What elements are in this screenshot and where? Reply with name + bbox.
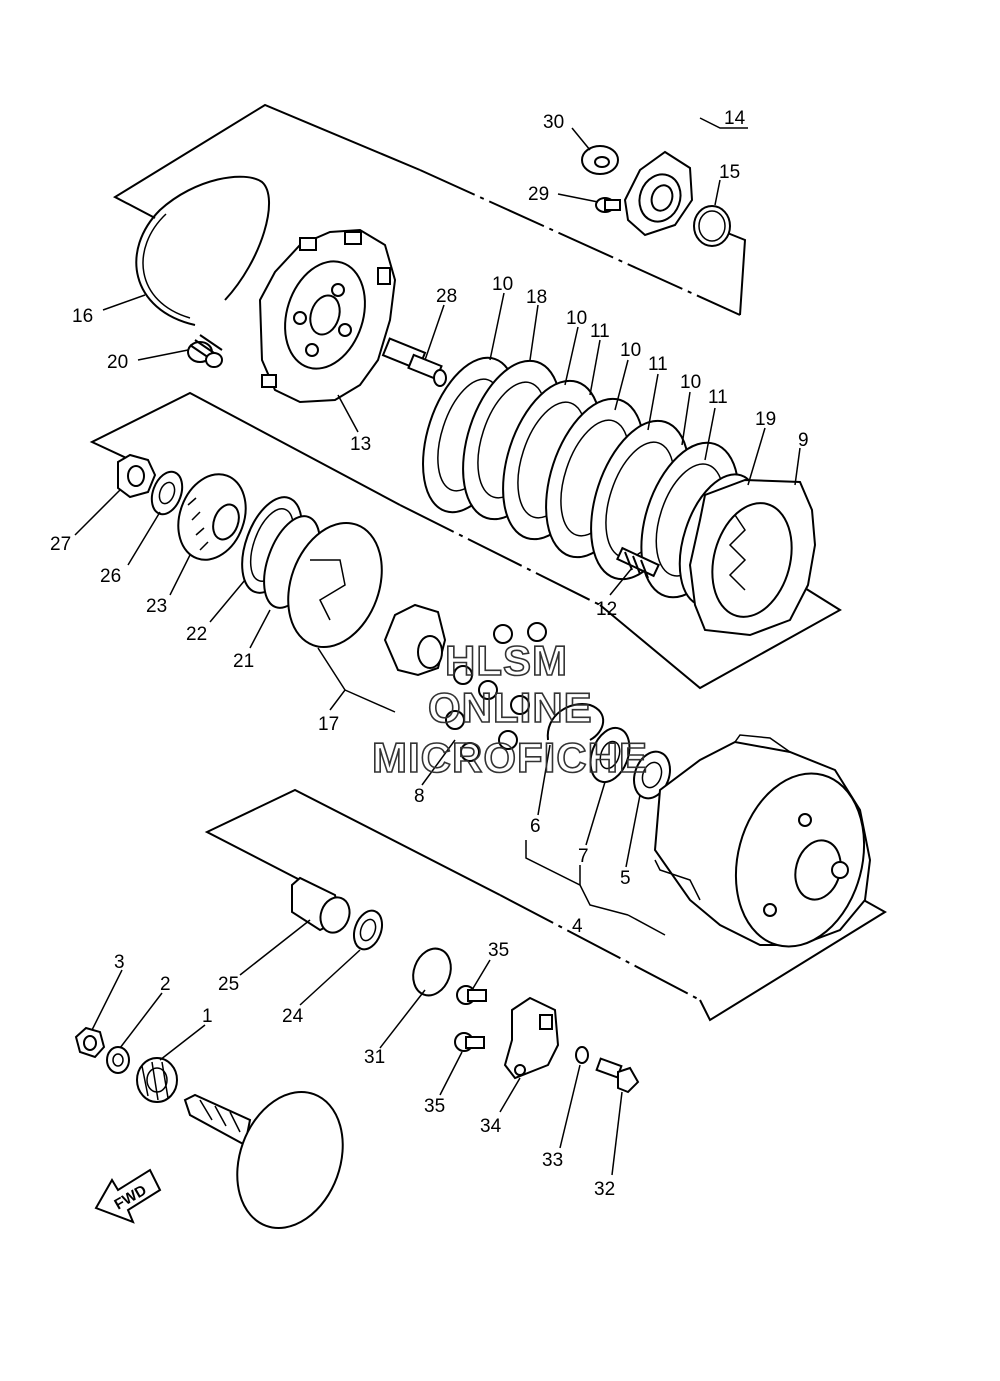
callout-4: 4 [572,916,583,937]
part-32-bolt [595,1057,640,1094]
part-20-spring [187,334,223,368]
callout-35-upper: 35 [488,940,509,961]
callout-20: 20 [107,352,128,373]
callout-6: 6 [530,816,541,837]
part-28-push-rod [381,337,447,387]
callout-31: 31 [364,1047,385,1068]
callout-24: 24 [282,1006,304,1027]
part-27-nut [117,453,157,499]
callout-12: 12 [596,599,617,620]
part-30-seal [581,145,619,175]
callout-21: 21 [233,651,254,672]
part-13-pressure-plate [258,228,397,404]
part-14-bearing-housing [623,150,694,237]
callout-11-c: 11 [708,387,728,408]
callout-19: 19 [755,409,776,430]
part-15-o-ring [693,205,731,247]
part-35-bolt-upper [456,985,487,1005]
callout-33: 33 [542,1150,563,1171]
callout-26: 26 [100,566,121,587]
callout-32: 32 [594,1179,615,1200]
fwd-arrow-icon: FWD [94,1168,162,1224]
callout-7: 7 [578,846,589,867]
callout-10-c: 10 [620,340,641,361]
frame-clutch-boss-group [89,391,842,690]
callout-22: 22 [186,624,207,645]
part-7-washer [589,726,631,784]
callout-10-a: 10 [492,274,513,295]
part-6-ring [546,703,605,741]
callout-11-a: 11 [590,321,610,342]
frame-housing-group [204,788,887,1022]
callout-15: 15 [719,162,740,183]
callout-27: 27 [50,534,71,555]
part-35-bolt-lower [454,1032,485,1052]
callout-2: 2 [160,974,171,995]
part-2-washer [106,1046,130,1074]
callout-labels: 30 29 14 15 16 20 13 28 10 18 10 11 10 1… [50,108,809,1200]
callout-28: 28 [436,286,457,307]
callout-17: 17 [318,714,339,735]
callout-10-d: 10 [680,372,701,393]
callout-1: 1 [202,1006,213,1027]
callout-5: 5 [620,868,631,889]
primary-shaft [183,1091,344,1229]
part-3-nut [74,1026,106,1059]
part-5-bearing [633,750,671,800]
watermark-line-1: HLSM [445,637,568,684]
part-24-washer [352,909,384,951]
callout-23: 23 [146,596,167,617]
part-8-balls [445,622,547,762]
part-31-cap [412,947,452,997]
part-23-hub [177,473,247,561]
part-12-spring-bolt [616,546,660,579]
callout-16: 16 [72,306,93,327]
part-33-washer [575,1046,589,1064]
callout-18: 18 [526,287,547,308]
watermark-line-2: ONLINE [428,684,593,731]
callout-3: 3 [114,952,125,973]
callout-25: 25 [218,974,239,995]
callout-10-b: 10 [566,308,587,329]
part-4-clutch-housing [653,734,872,948]
part-25-bushing [291,876,351,934]
part-29-screw [595,197,621,213]
callout-35-lower: 35 [424,1096,445,1117]
callout-29: 29 [528,184,549,205]
callout-9: 9 [798,430,809,451]
part-16-circlip [135,175,271,326]
callout-13: 13 [350,434,371,455]
part-17-one-way-clutch [287,522,447,677]
callout-8: 8 [414,786,425,807]
part-26-washer [150,470,184,516]
part-9-plate [688,478,817,637]
callout-14: 14 [724,108,746,129]
watermark: HLSM ONLINE MICROFICHE [371,636,648,782]
part-1-bearing [136,1057,178,1103]
leader-lines [74,117,801,1176]
watermark-line-3: MICROFICHE [372,734,648,781]
callout-34: 34 [480,1116,502,1137]
callout-11-b: 11 [648,354,668,375]
part-34-bracket [503,996,560,1080]
callout-30: 30 [543,112,564,133]
